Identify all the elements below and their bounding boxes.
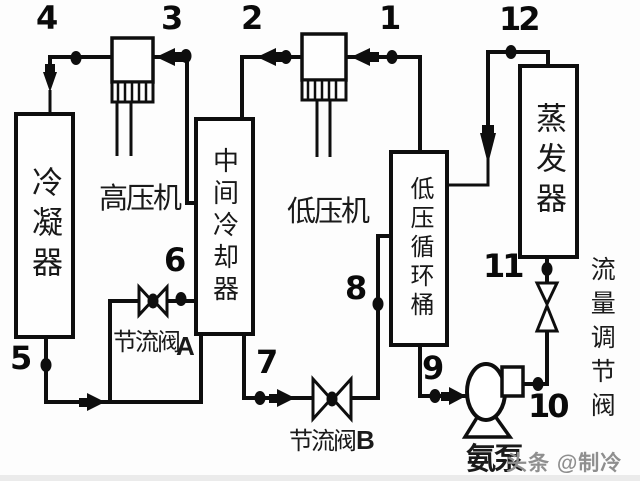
- intermediate-cooler-label: 中间冷却器: [209, 146, 240, 307]
- pipe-cooler-outlet: [242, 336, 314, 400]
- pipe-barrel-vapor-inlet: [449, 158, 490, 187]
- throttle-valve-a-letter: A: [176, 331, 195, 361]
- pipe-throttle-b-to-barrel: [350, 234, 389, 400]
- junction-7: [254, 391, 266, 405]
- junction-1: [386, 50, 398, 64]
- junction-2: [280, 50, 292, 64]
- pipe-pump-outlet: [523, 332, 549, 386]
- junction-10: [532, 377, 544, 391]
- flow-arrow-into-barrel: [480, 125, 496, 164]
- junction-8: [372, 297, 384, 311]
- flow-arrow-lp-suction: [351, 48, 379, 66]
- point-number-8: 8: [345, 269, 367, 307]
- throttle-valve-b-letter: B: [356, 425, 375, 455]
- pipe-lp-discharge: [240, 55, 302, 119]
- point-number-4: 4: [36, 0, 58, 37]
- flow-regulating-valve-symbol: [534, 281, 560, 333]
- junction-9: [429, 389, 441, 403]
- hp-compressor-label: 高压机: [99, 183, 182, 215]
- footer-strip: [0, 475, 640, 481]
- flow-arrow-to-pump: [441, 387, 466, 405]
- point-number-6: 6: [164, 241, 186, 279]
- pipe-evaporator-outlet: [486, 50, 550, 133]
- junction-4: [70, 51, 82, 65]
- point-number-11: 11: [483, 247, 524, 285]
- throttle-valve-a-symbol: [137, 283, 169, 319]
- pipe-hp-suction: [152, 55, 194, 205]
- ammonia-pump-label: 氨泵: [466, 443, 524, 476]
- condenser-label: 冷凝器: [27, 165, 62, 286]
- flow-arrow-condenser-liquid: [79, 393, 105, 411]
- point-number-12: 12: [499, 0, 540, 38]
- point-number-2: 2: [241, 0, 263, 37]
- ammonia-pump-symbol: [461, 362, 525, 439]
- flow-arrow-to-throttle-b: [269, 389, 295, 407]
- flow-arrow-hp-suction: [156, 48, 184, 66]
- condenser: 冷凝器: [14, 112, 75, 339]
- point-number-5: 5: [10, 339, 32, 377]
- point-number-3: 3: [161, 0, 183, 37]
- point-number-1: 1: [379, 0, 401, 37]
- throttle-valve-a-label: 节流阀: [113, 329, 181, 356]
- lp-compressor-label: 低压机: [287, 196, 370, 228]
- flow-regulating-valve-label: 流量调节阀: [587, 256, 616, 426]
- point-number-10: 10: [528, 387, 569, 425]
- evaporator: 蒸发器: [518, 64, 579, 259]
- point-number-7: 7: [256, 343, 278, 381]
- evaporator-label: 蒸发器: [531, 101, 566, 222]
- junction-6: [175, 292, 187, 306]
- intermediate-cooler: 中间冷却器: [194, 117, 255, 336]
- junction-11: [541, 262, 553, 276]
- junction-3: [180, 49, 192, 63]
- pipe-lp-suction: [346, 55, 422, 152]
- lp-circulation-barrel-label: 低压循环桶: [406, 176, 433, 321]
- junction-5: [40, 358, 52, 372]
- flow-arrow-into-condenser: [43, 64, 57, 92]
- lp-circulation-barrel: 低压循环桶: [389, 150, 449, 347]
- point-number-9: 9: [422, 349, 444, 387]
- throttle-valve-b-symbol: [311, 375, 353, 423]
- junction-12: [505, 45, 517, 59]
- watermark: 头条 @制冷社区: [506, 452, 623, 475]
- lp-compressor-symbol: [300, 32, 348, 157]
- pipe-throttle-a-branch: [108, 299, 140, 402]
- hp-compressor-symbol: [110, 36, 155, 156]
- throttle-valve-b-label: 节流阀: [289, 428, 357, 455]
